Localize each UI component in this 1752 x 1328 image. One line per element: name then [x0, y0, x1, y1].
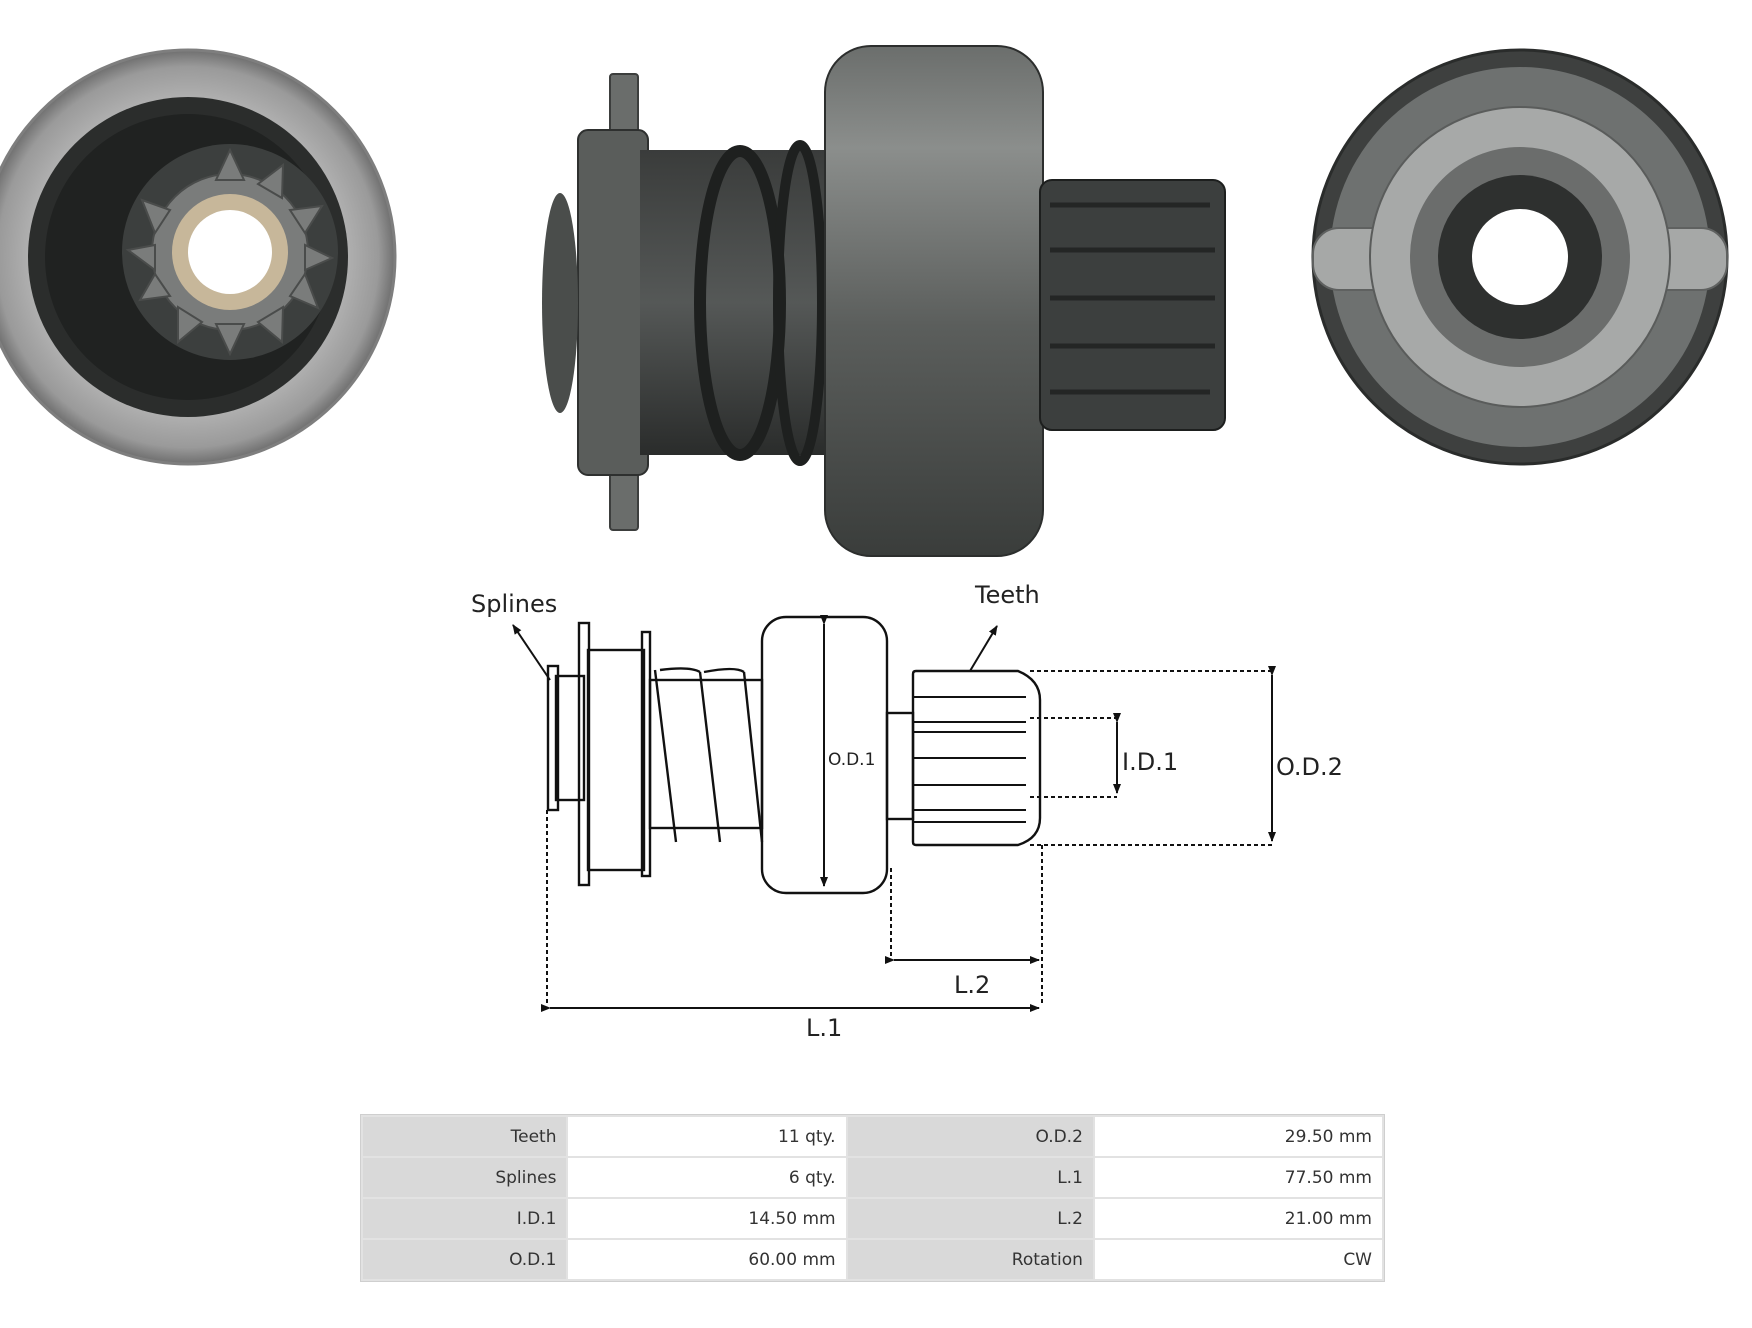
id1-label: I.D.1: [1122, 748, 1178, 776]
spec-key: Teeth: [363, 1117, 567, 1156]
splines-leader: [512, 624, 551, 681]
spec-key: O.D.1: [363, 1240, 567, 1279]
rear-view-photo: [1311, 48, 1729, 466]
spline-end-outline: [546, 664, 560, 812]
table-row: I.D.1 14.50 mm L.2 21.00 mm: [363, 1199, 1382, 1238]
side-view-photo: [542, 45, 1226, 557]
specs-table: Teeth 11 qty. O.D.2 29.50 mm Splines 6 q…: [360, 1114, 1385, 1282]
table-row: Splines 6 qty. L.1 77.50 mm: [363, 1158, 1382, 1197]
spec-value: 14.50 mm: [568, 1199, 846, 1238]
hub-outline: [586, 648, 646, 872]
spec-key: L.1: [847, 1158, 1093, 1197]
table-row: O.D.1 60.00 mm Rotation CW: [363, 1240, 1382, 1279]
spec-key: Rotation: [847, 1240, 1093, 1279]
od1-label: O.D.1: [828, 750, 875, 770]
spec-value: 29.50 mm: [1094, 1117, 1382, 1156]
dimension-diagram: Splines Teeth O.D.1 I.D.1 O.D.2 L.2 L.1: [471, 581, 1343, 1042]
spec-value: 21.00 mm: [1094, 1199, 1382, 1238]
table-row: Teeth 11 qty. O.D.2 29.50 mm: [363, 1117, 1382, 1156]
splines-label: Splines: [471, 590, 557, 618]
spec-key: O.D.2: [847, 1117, 1093, 1156]
spec-key: L.2: [847, 1199, 1093, 1238]
spec-value: 6 qty.: [568, 1158, 846, 1197]
pinion-teeth-lines: [913, 696, 1026, 823]
spec-value: 60.00 mm: [568, 1240, 846, 1279]
od2-label: O.D.2: [1276, 753, 1343, 781]
pinion-outline: [911, 669, 1042, 847]
spec-value: 77.50 mm: [1094, 1158, 1382, 1197]
spline-collar-outline: [554, 674, 586, 802]
spring-outline: [653, 667, 764, 843]
spec-value: CW: [1094, 1240, 1382, 1279]
sleeve-outline: [648, 678, 764, 830]
teeth-leader: [969, 625, 998, 672]
spec-key: I.D.1: [363, 1199, 567, 1238]
spec-key: Splines: [363, 1158, 567, 1197]
product-photos: [0, 45, 1729, 557]
spec-value: 11 qty.: [568, 1117, 846, 1156]
teeth-label: Teeth: [974, 581, 1040, 609]
l2-label: L.2: [954, 971, 990, 999]
shaft-outline: [885, 711, 915, 821]
l1-label: L.1: [806, 1014, 842, 1042]
front-view-photo: [0, 48, 397, 466]
